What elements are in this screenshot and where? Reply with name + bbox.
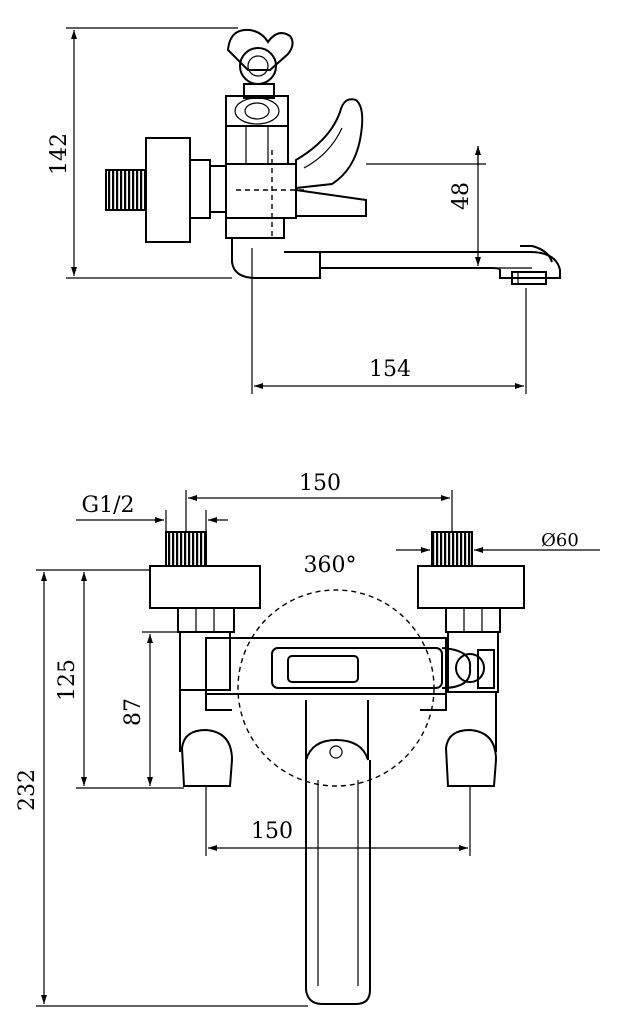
dimension-150-bottom: 150 — [205, 786, 471, 856]
dim-label-150-bottom: 150 — [251, 819, 293, 844]
dim-label-48: 48 — [449, 182, 474, 210]
spout — [320, 245, 561, 285]
dim-label-150-top: 150 — [299, 471, 341, 496]
dimension-87: 87 — [121, 631, 180, 786]
wall-flange — [105, 137, 227, 243]
dim-label-125: 125 — [55, 659, 80, 701]
top-view: 150 G1/2 Ø60 360° 125 87 — [15, 471, 600, 1007]
mixer-body — [205, 637, 495, 711]
dim-label-142: 142 — [47, 133, 72, 175]
dim-label-232: 232 — [15, 769, 40, 811]
rotation-circle — [237, 589, 435, 787]
lever-handle — [295, 98, 367, 217]
dim-label-diameter: Ø60 — [541, 530, 579, 551]
side-view: 142 48 154 — [47, 27, 561, 394]
dim-label-87: 87 — [121, 698, 146, 726]
dimension-48: 48 — [366, 146, 532, 269]
dimension-232: 232 — [15, 569, 308, 1007]
dimension-125: 125 — [55, 569, 184, 789]
dimension-142: 142 — [47, 27, 238, 279]
spout-top — [305, 700, 371, 1005]
dim-label-thread: G1/2 — [82, 493, 135, 518]
dim-label-rotation: 360° — [304, 553, 357, 578]
dimension-150-top: 150 — [185, 471, 453, 532]
right-inlet — [417, 531, 525, 787]
dimension-154: 154 — [251, 248, 527, 394]
dimension-diameter: Ø60 — [396, 530, 600, 553]
dimension-thread: G1/2 — [76, 493, 228, 534]
dim-label-154: 154 — [369, 357, 411, 382]
shower-holder — [226, 28, 294, 99]
